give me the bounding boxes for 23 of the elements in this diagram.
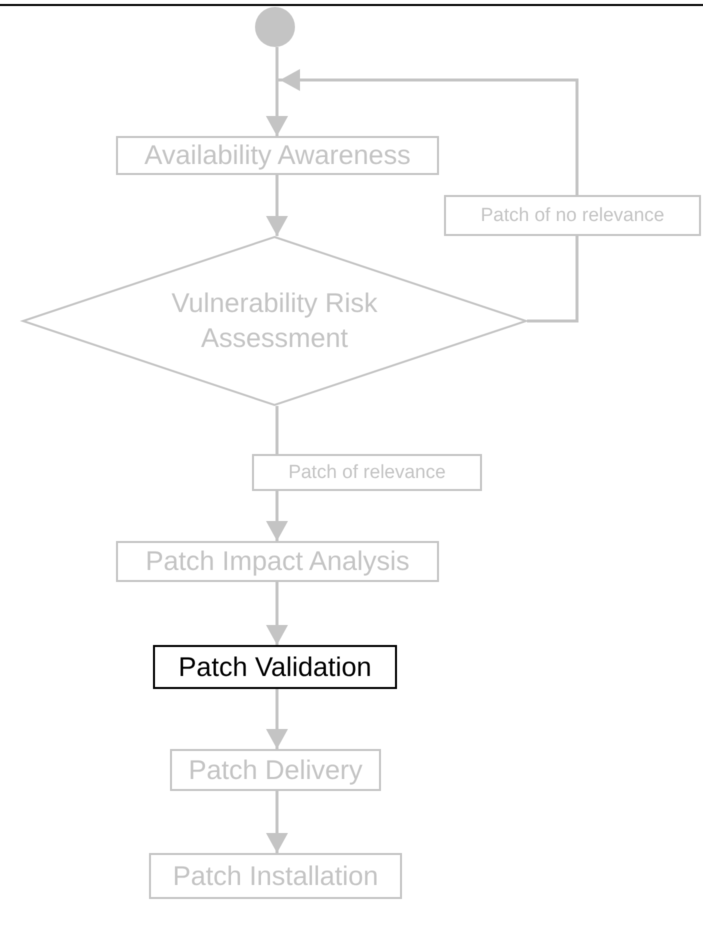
node-label: Patch Impact Analysis <box>145 546 410 577</box>
arrow <box>266 582 288 645</box>
condition-box <box>252 454 482 491</box>
node-label: Vulnerability Risk Assessment <box>170 286 379 355</box>
decision-diamond <box>22 236 527 406</box>
arrow <box>266 491 288 541</box>
start-circle <box>255 7 295 47</box>
node-label: Patch Validation <box>178 652 372 682</box>
arrow <box>266 69 578 195</box>
arrow <box>266 689 288 749</box>
process-box <box>116 541 439 582</box>
condition-box <box>444 195 701 236</box>
node-label: Availability Awareness <box>144 140 411 171</box>
node-label: Patch of no relevance <box>480 204 664 226</box>
node-label: Patch Installation <box>172 860 378 892</box>
process-box <box>116 136 439 175</box>
node-label: Patch Delivery <box>188 754 363 786</box>
process-box <box>149 853 402 899</box>
arrow <box>266 791 288 853</box>
process-box <box>170 749 381 791</box>
arrow <box>266 175 288 236</box>
process-box <box>153 645 397 689</box>
node-label: Patch of relevance <box>288 462 446 484</box>
